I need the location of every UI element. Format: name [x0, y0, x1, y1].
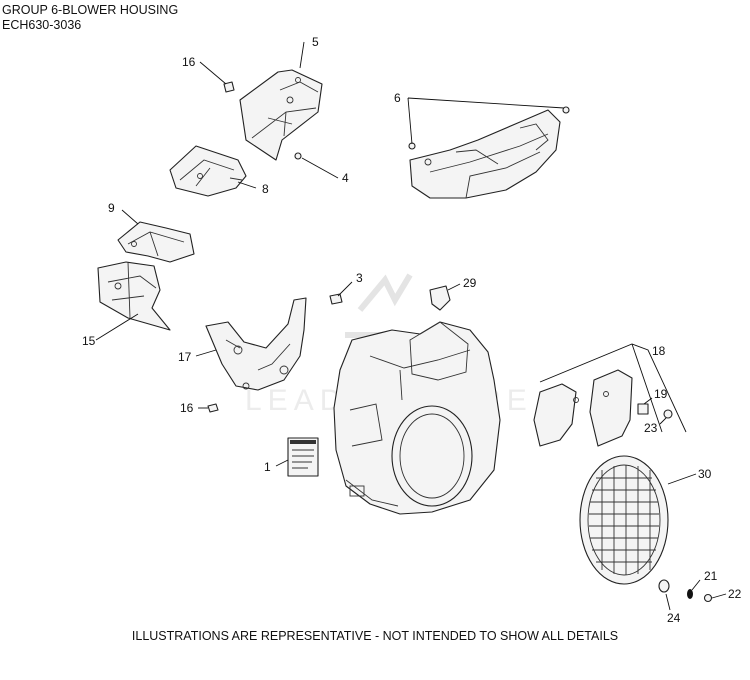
- callout-6: 6: [394, 91, 401, 105]
- callout-18: 18: [652, 344, 666, 358]
- callout-9: 9: [108, 201, 115, 215]
- diagram-title: GROUP 6-BLOWER HOUSING: [2, 3, 179, 17]
- part-23-screw[interactable]: [663, 409, 673, 419]
- callout-22: 22: [728, 587, 742, 601]
- part-16-screw-lower[interactable]: [207, 403, 219, 413]
- leader-lines: [95, 41, 727, 611]
- callout-15: 15: [82, 334, 96, 348]
- part-16-screw-upper[interactable]: [223, 81, 235, 93]
- part-29-clip[interactable]: [429, 285, 451, 311]
- callout-8: 8: [262, 182, 269, 196]
- callout-3: 3: [356, 271, 363, 285]
- callout-23: 23: [644, 421, 658, 435]
- callout-5: 5: [312, 35, 319, 49]
- callout-24: 24: [667, 611, 681, 625]
- callout-29: 29: [463, 276, 477, 290]
- part-5-bracket[interactable]: [239, 69, 323, 161]
- part-17-baffle-plate[interactable]: [205, 297, 307, 391]
- footer-note: ILLUSTRATIONS ARE REPRESENTATIVE - NOT I…: [131, 629, 619, 643]
- part-4-screw[interactable]: [294, 152, 302, 160]
- part-1-decal[interactable]: [287, 437, 319, 477]
- callout-16-lower: 16: [180, 401, 194, 415]
- part-9-bracket[interactable]: [117, 221, 195, 263]
- part-22-screw[interactable]: [703, 593, 713, 603]
- model-number: ECH630-3036: [2, 18, 82, 32]
- part-21-screw[interactable]: [687, 589, 693, 599]
- callout-30: 30: [698, 467, 712, 481]
- part-8-shield[interactable]: [169, 145, 247, 197]
- callout-21: 21: [704, 569, 718, 583]
- callout-19: 19: [654, 387, 668, 401]
- part-3-screw[interactable]: [329, 293, 343, 305]
- part-19-nut[interactable]: [637, 403, 649, 415]
- part-18-baffles[interactable]: [533, 369, 633, 447]
- part-30-screen[interactable]: [579, 455, 669, 585]
- callout-17: 17: [178, 350, 192, 364]
- callout-4: 4: [342, 171, 349, 185]
- callout-16: 16: [182, 55, 196, 69]
- part-24-grommet[interactable]: [658, 579, 670, 593]
- part-15-baffle[interactable]: [97, 261, 171, 331]
- part-6-cover[interactable]: [409, 109, 561, 199]
- blower-housing[interactable]: [333, 321, 501, 515]
- callout-1: 1: [264, 460, 271, 474]
